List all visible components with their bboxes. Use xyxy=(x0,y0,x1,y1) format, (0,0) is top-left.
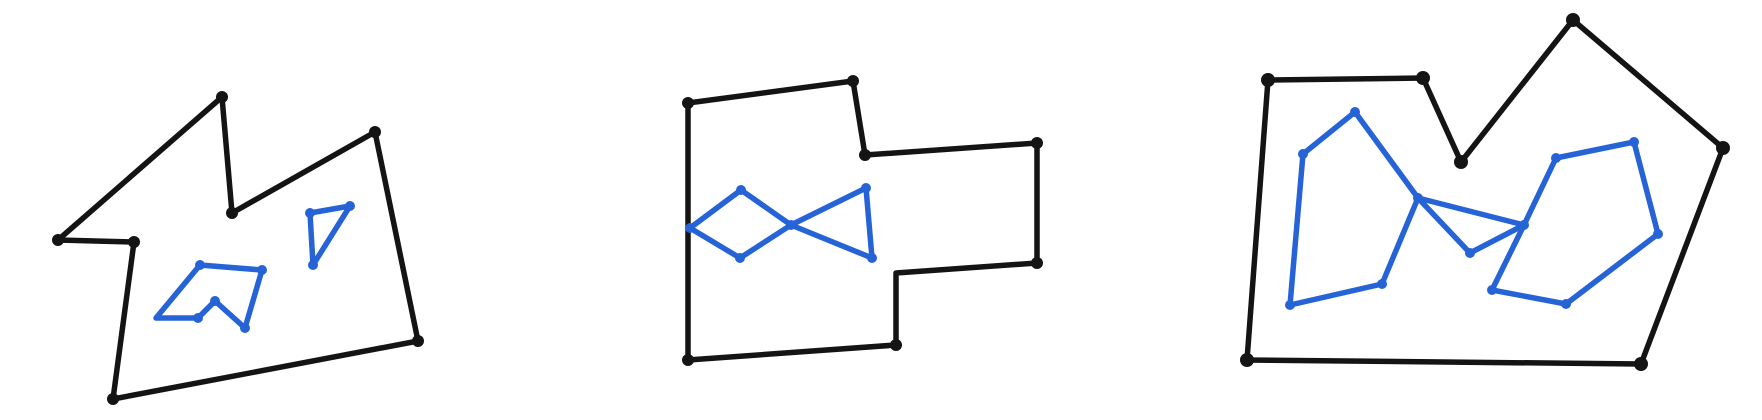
middle-outer-polygon xyxy=(685,78,1040,363)
vertex xyxy=(52,234,64,246)
middle-inner-vertices xyxy=(685,183,877,263)
vertex xyxy=(682,354,694,366)
vertex xyxy=(257,265,267,275)
vertex xyxy=(685,223,695,233)
vertex xyxy=(210,296,220,306)
vertex xyxy=(128,236,140,248)
vertex xyxy=(226,207,238,219)
vertex xyxy=(1561,299,1571,309)
vertex xyxy=(859,149,871,161)
vertex xyxy=(1551,153,1561,163)
vertex xyxy=(1298,149,1308,159)
right-outer-polygon xyxy=(1244,17,1726,367)
vertex xyxy=(682,97,694,109)
vertex xyxy=(1629,137,1639,147)
left-inner-a-vertices xyxy=(193,260,267,333)
vertex xyxy=(193,313,203,323)
figure-middle xyxy=(682,75,1043,366)
vertex xyxy=(305,208,315,218)
vertex xyxy=(1653,229,1663,239)
vertex xyxy=(1350,107,1360,117)
vertex xyxy=(867,253,877,263)
vertex xyxy=(195,260,205,270)
vertex xyxy=(786,220,796,230)
middle-inner-bowtie xyxy=(687,187,794,261)
vertex xyxy=(1285,300,1295,310)
vertex xyxy=(1487,285,1497,295)
vertex xyxy=(1454,155,1468,169)
vertex xyxy=(412,335,424,347)
vertex xyxy=(1716,141,1730,155)
vertex xyxy=(847,75,859,87)
right-inner-vertices xyxy=(1285,107,1663,310)
vertex xyxy=(736,185,746,195)
vertex xyxy=(1634,357,1648,371)
vertex xyxy=(1413,193,1423,203)
vertex xyxy=(1031,257,1043,269)
vertex xyxy=(1465,248,1475,258)
vertex xyxy=(890,339,902,351)
vertex xyxy=(345,201,355,211)
right-inner-polygon-left xyxy=(1287,109,1421,308)
vertex xyxy=(240,323,250,333)
vertex xyxy=(1377,279,1387,289)
vertex xyxy=(1240,353,1254,367)
vertex xyxy=(735,253,745,263)
vertex xyxy=(1416,71,1430,85)
left-inner-b-vertices xyxy=(305,201,355,270)
vertex xyxy=(1261,73,1275,87)
left-outer-vertices xyxy=(52,91,424,405)
right-inner-cross xyxy=(1415,195,1527,256)
left-inner-polygon-a xyxy=(153,262,265,331)
vertex xyxy=(216,91,228,103)
left-outer-polygon xyxy=(55,94,421,402)
vertex xyxy=(107,393,119,405)
figure-right xyxy=(1240,13,1730,371)
left-inner-polygon-b xyxy=(307,203,353,268)
vertex xyxy=(308,260,318,270)
vertex xyxy=(369,126,381,138)
vertex xyxy=(861,183,871,193)
vertex xyxy=(1031,137,1043,149)
vertex xyxy=(1566,13,1580,27)
middle-outer-vertices xyxy=(682,75,1043,366)
middle-inner-bowtie-right xyxy=(788,185,875,261)
figure-left xyxy=(52,91,424,405)
vertex xyxy=(1519,220,1529,230)
right-outer-vertices xyxy=(1240,13,1730,371)
